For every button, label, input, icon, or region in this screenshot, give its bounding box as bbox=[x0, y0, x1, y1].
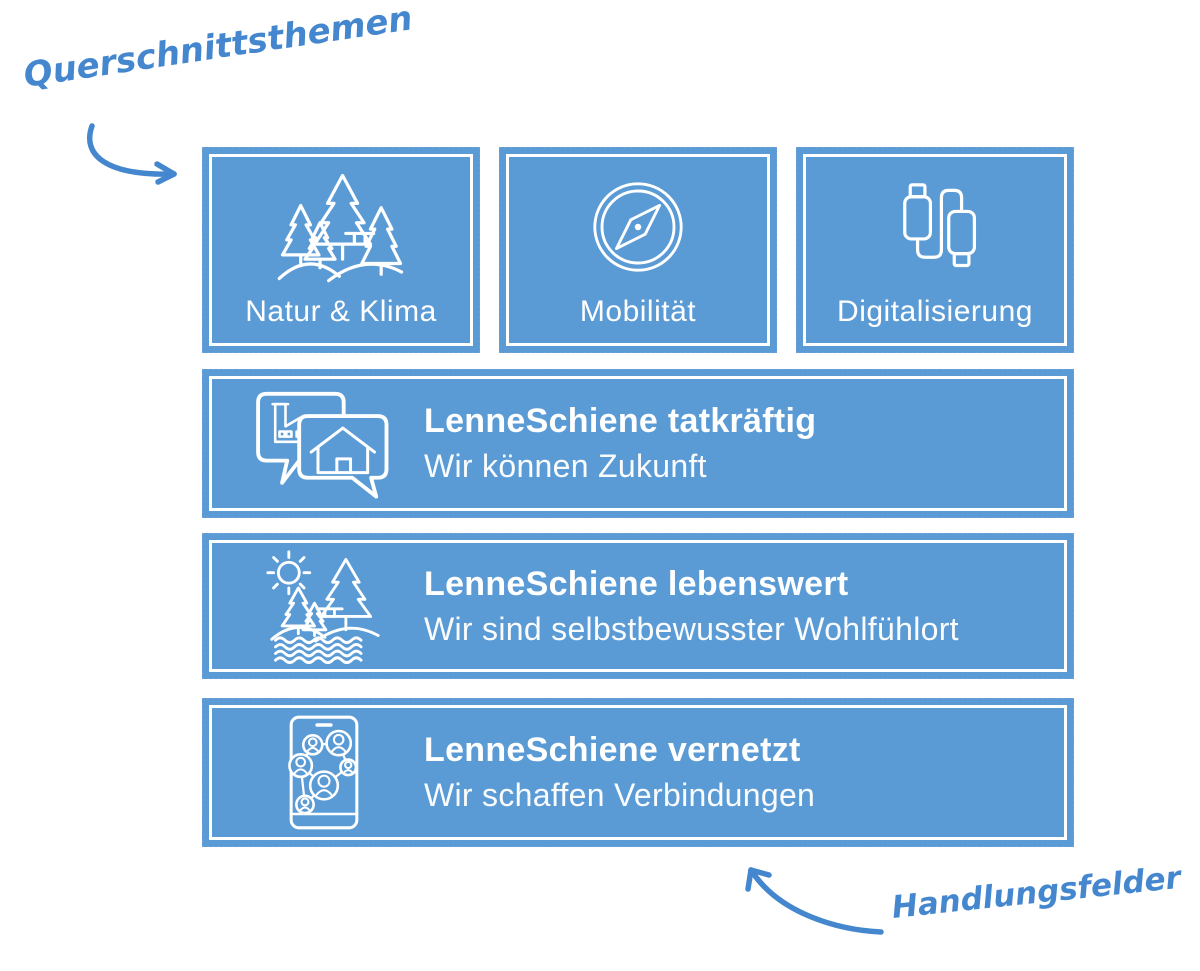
pine-trees-hills-icon bbox=[277, 173, 403, 283]
topic-card-natur-klima: Natur & Klima bbox=[202, 147, 480, 353]
smartphone-people-network-icon bbox=[288, 715, 359, 830]
topic-icon-area bbox=[509, 157, 767, 297]
action-field-vernetzt: LenneSchiene vernetzt Wir schaffen Verbi… bbox=[202, 698, 1074, 847]
action-field-text: LenneSchiene vernetzt Wir schaffen Verbi… bbox=[424, 730, 815, 814]
compass-icon bbox=[593, 182, 683, 272]
action-field-inner: LenneSchiene tatkräftig Wir können Zukun… bbox=[209, 376, 1067, 511]
topic-card-digitalisierung: Digitalisierung bbox=[796, 147, 1074, 353]
action-field-subtitle: Wir sind selbstbewusster Wohlfühlort bbox=[424, 610, 959, 647]
action-field-subtitle: Wir können Zukunft bbox=[424, 448, 707, 485]
action-field-title: LenneSchiene lebenswert bbox=[424, 564, 849, 603]
action-field-tatkraeftig: LenneSchiene tatkräftig Wir können Zukun… bbox=[202, 369, 1074, 518]
usb-cable-icon bbox=[903, 183, 977, 268]
topic-card-inner: Mobilität bbox=[506, 154, 770, 346]
curved-arrow-up-icon bbox=[745, 867, 884, 935]
annotation-querschnittsthemen: Querschnittsthemen bbox=[21, 0, 416, 96]
topic-icon-area bbox=[212, 157, 470, 297]
annotation-handlungsfelder: Handlungsfelder bbox=[890, 859, 1183, 926]
sun-trees-lake-icon bbox=[266, 550, 380, 664]
topic-card-mobilitaet: Mobilität bbox=[499, 147, 777, 353]
action-field-subtitle: Wir schaffen Verbindungen bbox=[424, 777, 816, 814]
action-field-icon-area bbox=[224, 548, 424, 664]
action-field-icon-area bbox=[224, 387, 424, 500]
action-field-inner: LenneSchiene vernetzt Wir schaffen Verbi… bbox=[209, 705, 1067, 840]
action-field-text: LenneSchiene tatkräftig Wir können Zukun… bbox=[424, 401, 816, 485]
topic-label: Mobilität bbox=[579, 295, 697, 328]
action-field-icon-area bbox=[224, 712, 424, 833]
action-field-inner: LenneSchiene lebenswert Wir sind selbstb… bbox=[209, 540, 1067, 672]
topic-icon-area bbox=[806, 157, 1064, 297]
curved-arrow-down-icon bbox=[86, 123, 177, 185]
topic-label: Natur & Klima bbox=[245, 295, 437, 328]
factory-house-speech-bubbles-icon bbox=[256, 391, 389, 499]
topic-label: Digitalisierung bbox=[837, 295, 1033, 328]
action-field-title: LenneSchiene vernetzt bbox=[424, 731, 801, 770]
action-field-lebenswert: LenneSchiene lebenswert Wir sind selbstb… bbox=[202, 533, 1074, 679]
action-field-text: LenneSchiene lebenswert Wir sind selbstb… bbox=[424, 564, 959, 648]
action-field-title: LenneSchiene tatkräftig bbox=[424, 402, 817, 441]
topic-card-inner: Natur & Klima bbox=[209, 154, 473, 346]
topic-card-inner: Digitalisierung bbox=[803, 154, 1067, 346]
